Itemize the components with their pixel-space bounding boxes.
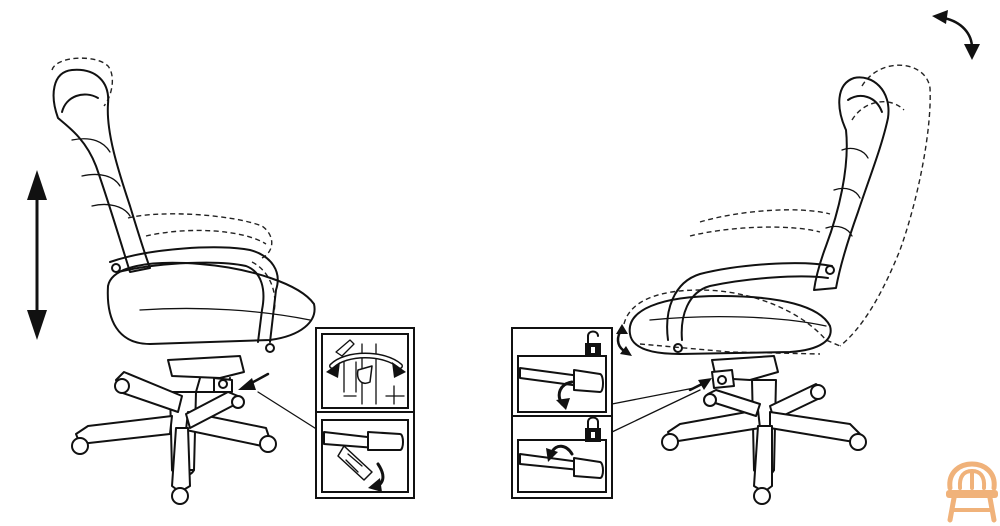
right-armrest-bolt-front <box>673 343 683 353</box>
recline-arrow-icon <box>932 10 980 60</box>
right-leader-line-upper <box>611 387 695 405</box>
left-armrest <box>109 246 279 343</box>
seat-tilt-arrow-icon <box>616 324 632 356</box>
lever-lift-detail-art <box>323 431 404 492</box>
left-chair <box>27 57 319 505</box>
right-seat <box>628 295 832 355</box>
right-chair-reclined-outline <box>623 64 931 355</box>
unlock-icon <box>585 330 601 357</box>
tilt-lock-lever-down <box>517 416 607 493</box>
lever-rotation-detail-art <box>326 339 406 405</box>
height-adjust-arrow-icon <box>27 170 47 340</box>
left-inset-panel <box>315 327 415 499</box>
right-chair <box>611 10 980 505</box>
right-leader-line-lower <box>611 389 701 433</box>
left-seat <box>106 261 316 345</box>
left-lever-pointer-arrow-icon <box>238 372 270 390</box>
left-base <box>71 371 277 505</box>
right-base <box>661 383 867 505</box>
tilt-unlock-lever-up <box>517 330 607 413</box>
right-inset-panel <box>511 327 613 499</box>
lock-icon <box>585 416 601 442</box>
chair-logo-icon <box>946 461 998 523</box>
left-mechanism <box>167 355 245 379</box>
left-backrest <box>52 68 151 273</box>
right-armrest-bolt <box>825 265 835 275</box>
lever-lift-detail <box>321 419 409 493</box>
left-leader-line <box>257 391 319 431</box>
right-backrest <box>813 76 890 291</box>
left-chair-raised-outline <box>51 57 276 313</box>
right-armrest <box>666 262 833 341</box>
left-armrest-bolt <box>111 263 121 273</box>
left-armrest-bolt-front <box>265 343 275 353</box>
